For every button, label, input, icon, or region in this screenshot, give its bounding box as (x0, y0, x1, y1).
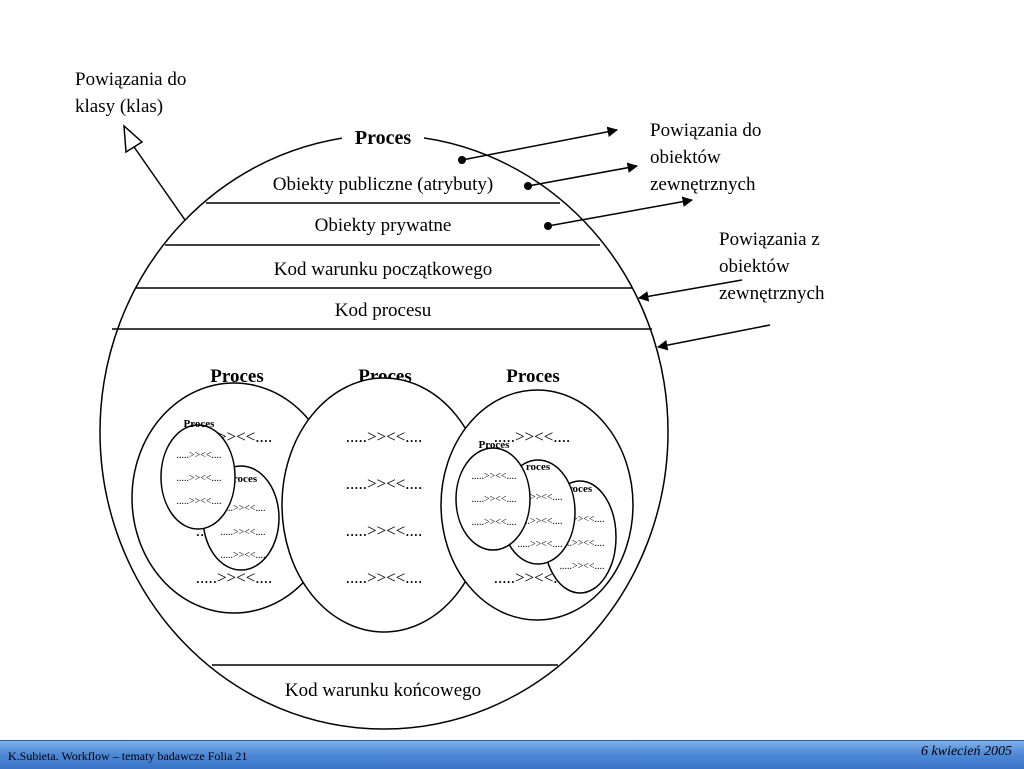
section-end-condition: Kod warunku końcowego (285, 680, 481, 701)
mini-right-b-row1: .....>><<.... (517, 492, 562, 503)
mini-right-a-row1: .....>><<.... (471, 471, 516, 482)
mini-left-b-row1: .....>><<.... (220, 503, 265, 514)
mini-right-a-row2: .....>><<.... (471, 494, 516, 505)
mini-left-a-row1: .....>><<.... (176, 450, 221, 461)
subprocess-title-right: Proces (506, 366, 559, 387)
subprocess-title-left: Proces (210, 366, 263, 387)
mini-right-a (455, 447, 531, 551)
obj-link-top-line1: Powiązania do (650, 120, 761, 141)
obj-link-bottom-line3: zewnętrznych (719, 283, 825, 304)
link-arrow-title (461, 126, 619, 161)
slide: Proces Obiekty publiczne (atrybuty) Obie… (75, 69, 825, 730)
mini-left-b-row3: .....>><<.... (220, 550, 265, 561)
sub-left-row4: .....>><<.... (196, 568, 273, 587)
section-start-condition: Kod warunku początkowego (274, 259, 492, 280)
mini-right-c-title: roces (568, 483, 593, 495)
footer-bar: K.Subieta. Workflow – tematy badawcze Fo… (0, 740, 1024, 769)
mini-right-a-row3: .....>><<.... (471, 517, 516, 528)
mini-right-c-row2: .....>><<.... (559, 538, 604, 549)
incoming-link-arrow-1 (637, 279, 743, 302)
obj-link-top-line2: obiektów (650, 147, 721, 168)
sub-right-row4: .....>><<.... (494, 568, 571, 587)
link-arrow-private (547, 196, 694, 227)
mini-left-a-row3: .....>><<.... (176, 496, 221, 507)
incoming-link-arrow-2 (656, 324, 771, 351)
class-link-line (131, 143, 186, 221)
footer-author: K.Subieta. Workflow – tematy badawcze Fo… (8, 749, 248, 763)
obj-link-bottom-line2: obiektów (719, 256, 790, 277)
mini-left-a (160, 424, 236, 530)
section-private-objects: Obiekty prywatne (315, 215, 452, 236)
mini-right-c-row1: .....>><<.... (559, 514, 604, 525)
mini-left-a-row2: .....>><<.... (176, 473, 221, 484)
process-diagram: Proces Obiekty publiczne (atrybuty) Obie… (75, 69, 825, 730)
mini-left-b-row2: .....>><<.... (220, 527, 265, 538)
obj-link-top-line3: zewnętrznych (650, 174, 756, 195)
mini-right-b-title: roces (526, 461, 551, 473)
footer-date: 6 kwiecień 2005 (921, 744, 1012, 759)
mini-right-c-row3: .....>><<.... (559, 561, 604, 572)
mini-right-a-title: Proces (479, 439, 511, 451)
sub-middle-row1: .....>><<.... (346, 427, 423, 446)
sub-middle-row3: .....>><<.... (346, 521, 423, 540)
class-link-label-line1: Powiązania do (75, 69, 186, 90)
title-mask (342, 123, 424, 147)
mini-right-b-row3: .....>><<.... (517, 539, 562, 550)
sub-middle-row2: .....>><<.... (346, 474, 423, 493)
class-link-arrowhead (123, 124, 144, 154)
section-public-objects: Obiekty publiczne (atrybuty) (273, 174, 494, 195)
link-arrow-public (527, 162, 639, 187)
class-link-label-line2: klasy (klas) (75, 96, 163, 117)
obj-link-bottom-line1: Powiązania z (719, 229, 820, 250)
sub-right-row1: .....>><<.... (494, 427, 571, 446)
section-process-code: Kod procesu (335, 300, 432, 321)
mini-left-a-title: Proces (184, 418, 216, 430)
process-title: Proces (355, 127, 411, 149)
mini-left-b-title: roces (233, 473, 258, 485)
mini-right-b-row2: .....>><<.... (517, 516, 562, 527)
sub-middle-row4: .....>><<.... (346, 568, 423, 587)
